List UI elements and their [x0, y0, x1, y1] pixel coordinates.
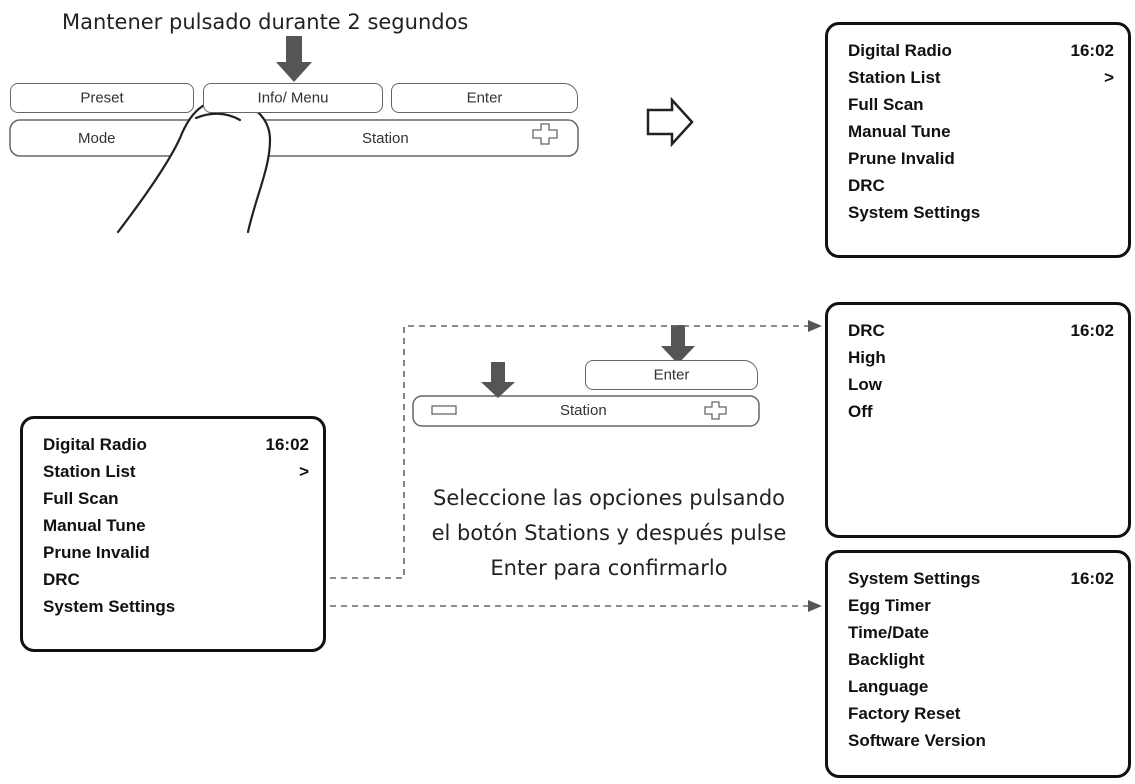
screen-title: Digital Radio: [848, 41, 952, 60]
hollow-right-arrow-icon: [646, 96, 694, 148]
screen-header: DRC 16:02: [848, 321, 1114, 347]
menu-item[interactable]: Time/Date: [848, 623, 929, 642]
screen-main-menu-top: Digital Radio 16:02 Station List> Full S…: [825, 22, 1131, 258]
info-menu-button[interactable]: Info/ Menu: [203, 83, 383, 113]
menu-item[interactable]: Egg Timer: [848, 596, 931, 615]
menu-item[interactable]: Manual Tune: [43, 516, 146, 535]
menu-item[interactable]: Manual Tune: [848, 122, 951, 141]
preset-button[interactable]: Preset: [10, 83, 194, 113]
screen-title: System Settings: [848, 569, 981, 588]
mode-button[interactable]: Mode: [78, 130, 116, 147]
plus-icon: [704, 401, 727, 420]
dashed-connectors: [330, 325, 808, 607]
menu-item[interactable]: Low: [848, 375, 882, 394]
minus-icon: [431, 405, 457, 415]
middle-caption-line-3: Enter para confirmarlo: [490, 556, 728, 580]
station-button[interactable]: Station: [362, 130, 409, 147]
down-arrow-icon: [661, 325, 695, 364]
top-caption: Mantener pulsado durante 2 segundos: [62, 10, 469, 34]
menu-item[interactable]: Station List>: [848, 68, 1114, 87]
screen-time: 16:02: [1070, 569, 1114, 588]
down-arrow-icon: [276, 36, 312, 82]
screen-header: Digital Radio 16:02: [848, 41, 1114, 67]
screen-drc: DRC 16:02 High Low Off: [825, 302, 1131, 538]
screen-time: 16:02: [1070, 321, 1114, 340]
menu-item-drc[interactable]: DRC: [43, 570, 80, 589]
screen-main-menu-left: Digital Radio 16:02 Station List> Full S…: [20, 416, 326, 652]
screen-title: DRC: [848, 321, 885, 340]
plus-icon: [532, 123, 558, 145]
menu-item[interactable]: Off: [848, 402, 873, 421]
menu-item-system-settings[interactable]: System Settings: [43, 597, 176, 616]
screen-header: System Settings 16:02: [848, 569, 1114, 595]
menu-item[interactable]: System Settings: [848, 203, 981, 222]
screen-time: 16:02: [1070, 41, 1114, 60]
menu-item[interactable]: Prune Invalid: [43, 543, 150, 562]
enter-button[interactable]: Enter: [391, 83, 578, 113]
menu-item[interactable]: Software Version: [848, 731, 986, 750]
menu-item[interactable]: High: [848, 348, 886, 367]
menu-item[interactable]: Full Scan: [43, 489, 119, 508]
menu-item[interactable]: Full Scan: [848, 95, 924, 114]
arrowhead-icon: [808, 600, 822, 612]
menu-item[interactable]: Factory Reset: [848, 704, 961, 723]
station-button-mid[interactable]: Station: [560, 402, 607, 419]
screen-title: Digital Radio: [43, 435, 147, 454]
menu-item[interactable]: Backlight: [848, 650, 925, 669]
arrowhead-icon: [808, 320, 822, 332]
menu-item[interactable]: DRC: [848, 176, 885, 195]
menu-item[interactable]: Station List>: [43, 462, 309, 481]
down-arrow-icon: [481, 362, 515, 398]
menu-item[interactable]: Prune Invalid: [848, 149, 955, 168]
menu-item[interactable]: Language: [848, 677, 929, 696]
enter-button-mid[interactable]: Enter: [585, 360, 758, 390]
screen-time: 16:02: [265, 435, 309, 454]
panel-bottom-bar: [9, 119, 579, 157]
middle-caption-line-1: Seleccione las opciones pulsando: [432, 486, 786, 510]
mid-panel-bar: [412, 395, 760, 427]
middle-caption-line-2: el botón Stations y después pulse: [431, 521, 787, 545]
screen-header: Digital Radio 16:02: [43, 435, 309, 461]
screen-system-settings: System Settings 16:02 Egg Timer Time/Dat…: [825, 550, 1131, 778]
